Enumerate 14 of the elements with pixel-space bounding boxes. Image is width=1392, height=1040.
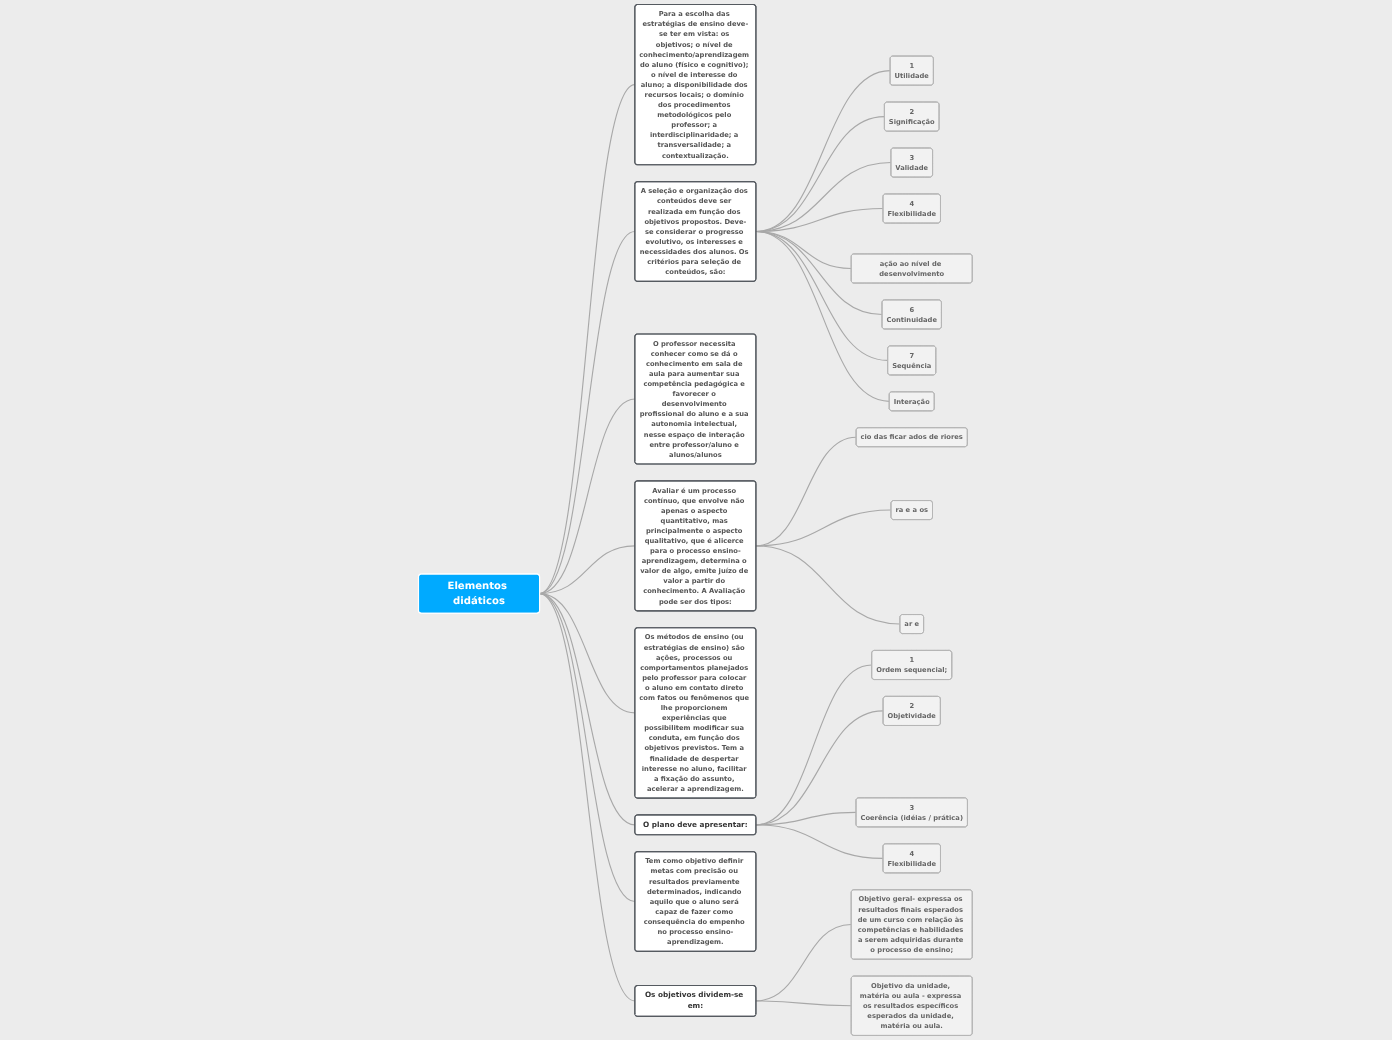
connector [755,70,892,233]
connector [755,545,902,625]
connector [755,1000,853,1007]
connector [755,824,885,859]
connector [539,84,637,595]
connector [755,230,891,402]
connector [539,398,637,595]
connector [539,230,637,595]
connector [755,116,886,233]
connector [539,593,637,826]
connector [539,593,637,903]
connector [539,545,637,595]
connector [539,593,637,1002]
connector [539,593,637,714]
